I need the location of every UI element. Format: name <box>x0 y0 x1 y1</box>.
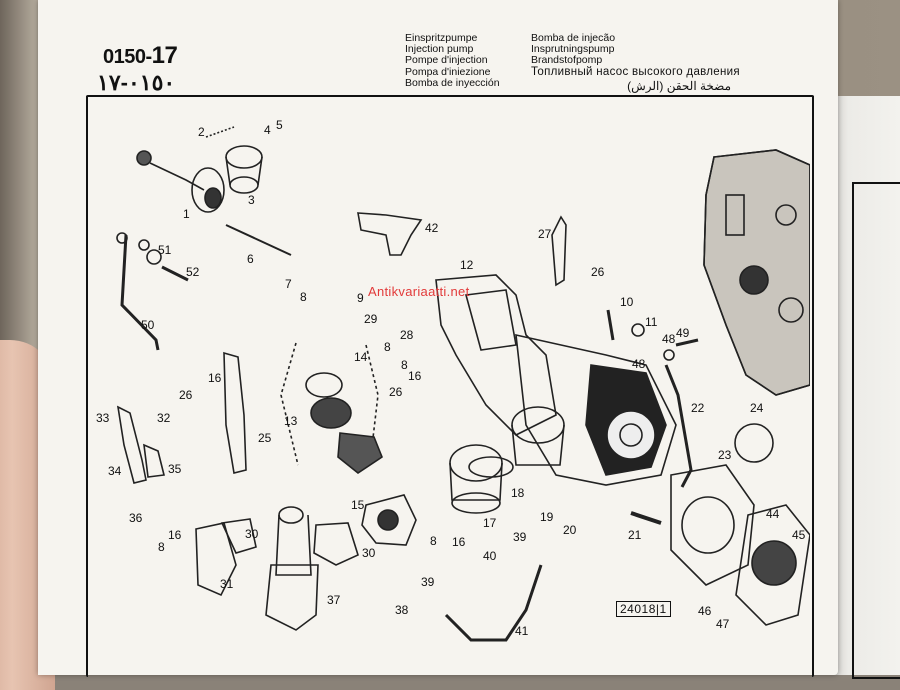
part-label-47: 47 <box>716 617 730 631</box>
title-ar: مضخة الحقن (الرش) <box>627 78 731 93</box>
title-pt: Bomba de injecão <box>531 32 616 44</box>
part-label-30b: 30 <box>362 546 376 560</box>
part-label-44: 44 <box>766 507 780 521</box>
part-label-42: 42 <box>425 221 439 235</box>
part-label-16b: 16 <box>408 369 422 383</box>
part-label-35: 35 <box>168 462 182 476</box>
part-label-2: 2 <box>198 125 205 139</box>
part-label-1: 1 <box>183 207 190 221</box>
part-label-8c: 8 <box>401 358 408 372</box>
title-de: Einspritzpumpe <box>405 32 478 44</box>
page-code: 0150-17 <box>103 42 178 70</box>
page-code-arabic: ٠١٥٠-١٧ <box>97 70 176 95</box>
part-label-21: 21 <box>628 528 642 542</box>
part-label-39b: 39 <box>513 530 527 544</box>
part-label-32: 32 <box>157 411 171 425</box>
part-label-41: 41 <box>515 624 529 638</box>
page-code-prefix: 0150- <box>103 46 152 68</box>
part-label-7: 7 <box>285 277 292 291</box>
part-label-20: 20 <box>563 523 577 537</box>
part-label-48b: 48 <box>632 357 646 371</box>
part-label-50: 50 <box>141 318 155 332</box>
part-label-38: 38 <box>395 603 409 617</box>
part-label-4: 4 <box>264 123 271 137</box>
part-label-8: 8 <box>300 290 307 304</box>
part-label-23: 23 <box>718 448 732 462</box>
part-label-51: 51 <box>158 243 172 257</box>
part-label-26a: 26 <box>591 265 605 279</box>
title-sv: Insprutningspump <box>531 43 615 56</box>
part-label-39a: 39 <box>421 575 435 589</box>
part-label-15: 15 <box>351 498 365 512</box>
exploded-diagram <box>116 126 810 642</box>
part-label-33: 33 <box>96 411 110 425</box>
part-label-3: 3 <box>248 193 255 207</box>
reference-number: 24018|1 <box>616 601 671 617</box>
page-code-number: 17 <box>151 42 178 69</box>
part-label-6: 6 <box>247 252 254 266</box>
part-label-34: 34 <box>108 464 122 478</box>
part-label-18: 18 <box>511 486 525 500</box>
part-label-10: 10 <box>620 295 634 309</box>
part-label-25: 25 <box>258 431 272 445</box>
part-label-13: 13 <box>284 414 298 428</box>
part-label-28: 28 <box>400 328 414 342</box>
part-label-17: 17 <box>483 516 497 530</box>
title-ru: Топливный насос высокого давления <box>531 65 740 78</box>
part-label-16a: 16 <box>208 371 222 385</box>
part-label-24: 24 <box>750 401 764 415</box>
part-label-40: 40 <box>483 549 497 563</box>
catalog-page <box>38 0 838 675</box>
part-label-16c: 16 <box>168 528 182 542</box>
part-label-8b: 8 <box>384 340 391 354</box>
part-label-8e: 8 <box>430 534 437 548</box>
part-label-30a: 30 <box>245 527 259 541</box>
part-label-36: 36 <box>129 511 143 525</box>
part-label-19: 19 <box>540 510 554 524</box>
part-label-14: 14 <box>354 350 368 364</box>
part-label-31: 31 <box>220 577 234 591</box>
part-label-9: 9 <box>357 291 364 305</box>
watermark: Antikvariaatti.net <box>368 284 470 299</box>
part-label-52: 52 <box>186 265 200 279</box>
part-label-26b: 26 <box>179 388 193 402</box>
part-label-22: 22 <box>691 401 705 415</box>
title-it: Pompa d'iniezione <box>405 65 491 78</box>
part-label-11: 11 <box>645 315 658 329</box>
part-label-12: 12 <box>460 258 474 272</box>
part-label-48a: 48 <box>662 332 676 346</box>
next-page-frame <box>852 182 900 679</box>
titles-column-right: Bomba de injecão Insprutningspump Brands… <box>531 32 740 93</box>
title-nl: Brandstofpomp <box>531 54 603 67</box>
title-fr: Pompe d'injection <box>405 54 488 67</box>
title-es: Bomba de inyección <box>405 76 500 89</box>
part-label-46: 46 <box>698 604 712 618</box>
part-label-16d: 16 <box>452 535 466 549</box>
title-en: Injection pump <box>405 43 474 56</box>
part-label-8d: 8 <box>158 540 165 554</box>
part-label-37: 37 <box>327 593 341 607</box>
part-label-49: 49 <box>676 326 690 340</box>
part-label-27: 27 <box>538 227 552 241</box>
part-label-29: 29 <box>364 312 378 326</box>
part-label-5: 5 <box>276 118 283 132</box>
diagram-frame <box>86 95 814 677</box>
part-label-45: 45 <box>792 528 806 542</box>
titles-column-left: Einspritzpumpe Injection pump Pompe d'in… <box>405 32 500 89</box>
part-label-26c: 26 <box>389 385 403 399</box>
